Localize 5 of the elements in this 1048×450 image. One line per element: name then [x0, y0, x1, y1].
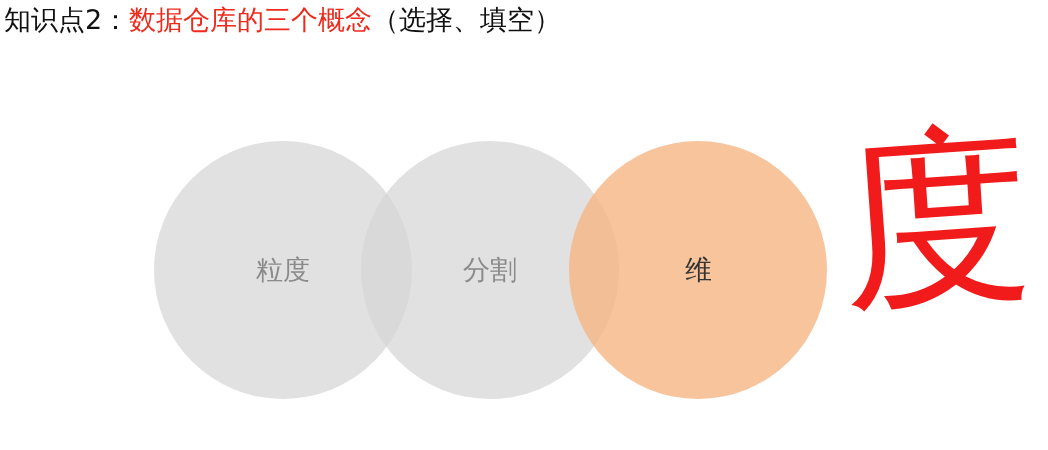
page-title: 知识点2：数据仓库的三个概念（选择、填空） — [4, 3, 562, 37]
circle-label: 粒度 — [256, 253, 310, 287]
handwritten-note: 度 — [833, 118, 1037, 322]
circle-label: 维 — [684, 253, 712, 287]
circle-label: 分割 — [463, 253, 517, 287]
